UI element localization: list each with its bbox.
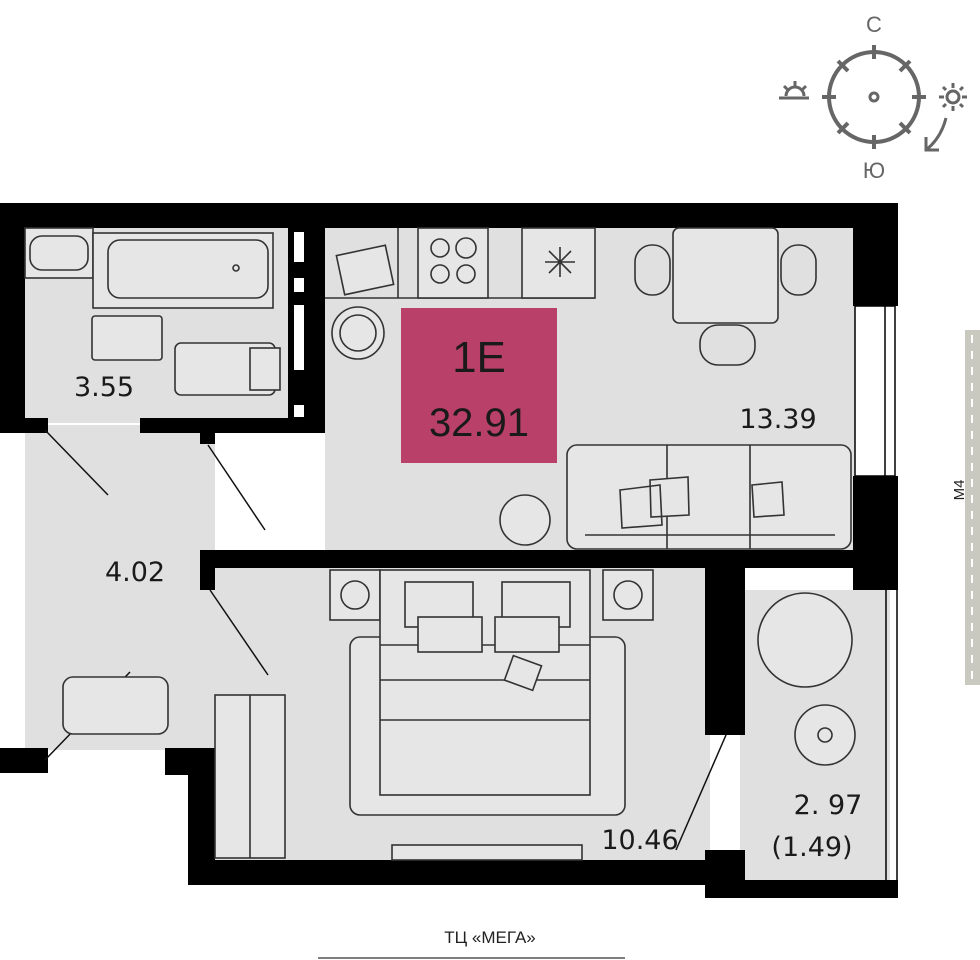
balcony-reduced-area: (1.49) (771, 832, 852, 863)
compass-south-label: Ю (863, 158, 885, 183)
bathroom-area: 3.55 (74, 372, 134, 403)
rotation-arrow-icon (924, 117, 948, 152)
hallway-area: 4.02 (105, 557, 165, 588)
balcony-area: 2. 97 (794, 790, 863, 821)
compass-north-label: С (866, 12, 882, 37)
apartment-badge (401, 308, 557, 463)
vent-shafts (294, 232, 304, 417)
apartment-total-area: 32.91 (429, 401, 529, 445)
compass (779, 45, 967, 152)
living-area: 13.39 (739, 404, 816, 435)
window (854, 305, 898, 880)
road-label: М4 (951, 480, 968, 501)
sunrise-icon (939, 83, 967, 111)
road-m4 (965, 330, 980, 685)
kitchen-furniture (325, 227, 852, 550)
bedroom-furniture (62, 569, 856, 861)
bedroom-area: 10.46 (601, 825, 678, 856)
landmark-label: ТЦ «МЕГА» (444, 928, 536, 947)
walls (0, 203, 898, 898)
bathroom-fixtures (24, 227, 281, 396)
sunset-icon (779, 81, 809, 100)
apartment-type: 1Е (452, 333, 506, 382)
